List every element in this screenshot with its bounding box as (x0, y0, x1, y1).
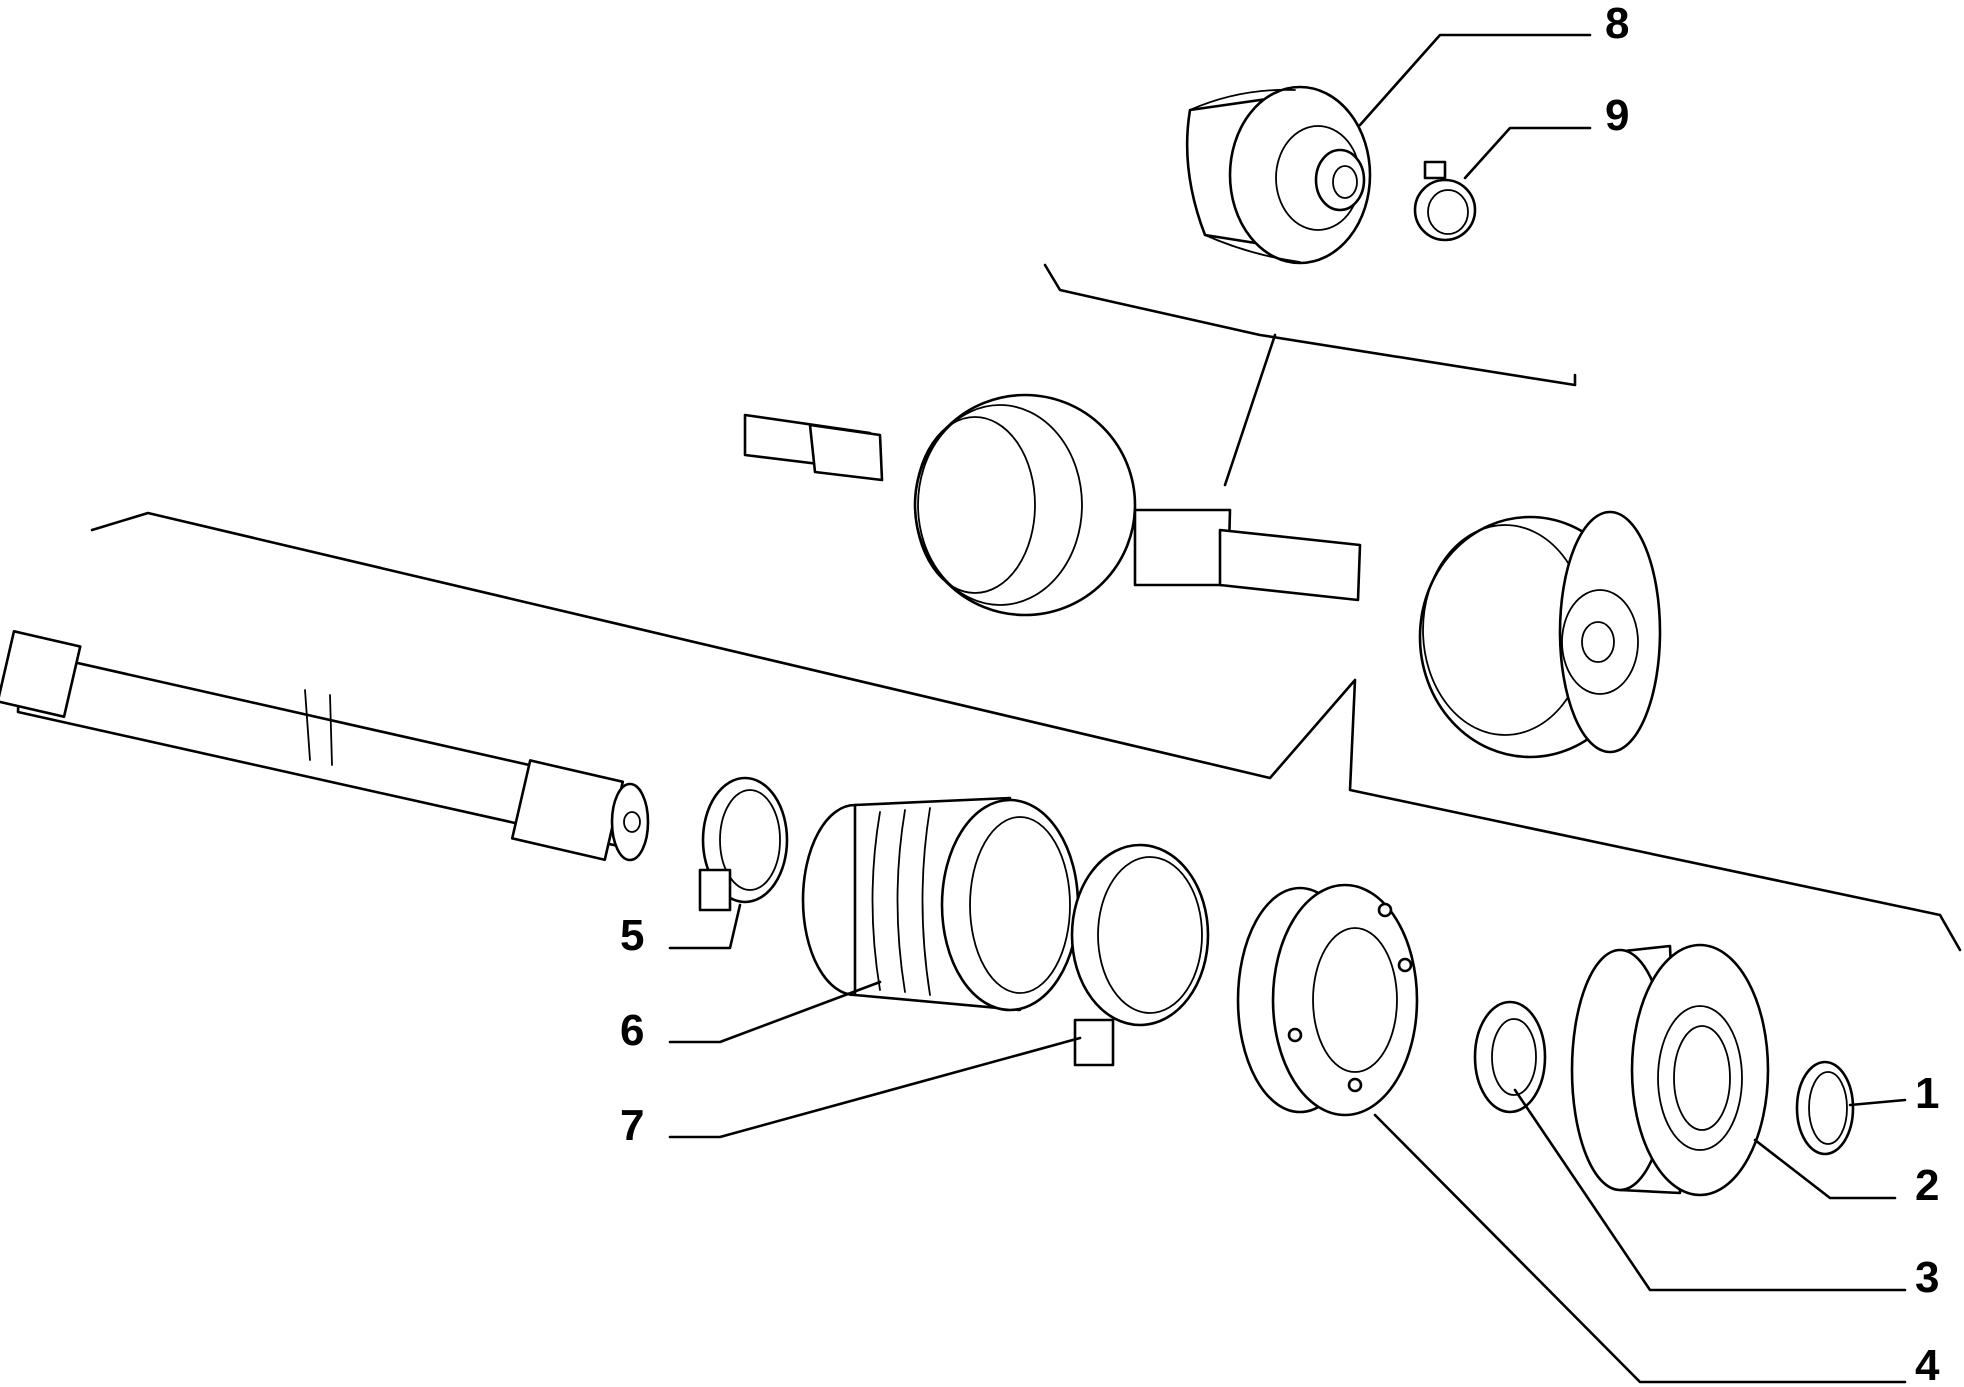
leader-line-2 (1753, 1138, 1897, 1200)
leader-line-3 (1513, 1088, 1907, 1292)
leader-line-5 (668, 903, 742, 950)
callout-3: 3 (1915, 1253, 1939, 1302)
callout-7: 7 (620, 1101, 644, 1150)
flange-part-4 (1236, 883, 1419, 1117)
large-clamp-part-7 (1070, 843, 1210, 1067)
callout-1: 1 (1915, 1069, 1939, 1118)
callout-5: 5 (620, 911, 644, 960)
clamp-part-5 (698, 776, 789, 912)
protective-boot-part-6 (801, 796, 1080, 1012)
upper-group-bracket (1043, 263, 1577, 387)
drive-shaft-assembly (743, 393, 1662, 759)
upper-bracket-leader (1223, 333, 1277, 487)
leader-line-9 (1463, 126, 1592, 180)
lower-shaft (0, 629, 650, 862)
leader-line-1 (1848, 1098, 1907, 1107)
leader-line-8 (1358, 33, 1592, 127)
leader-line-6 (668, 980, 882, 1044)
washer-part-3 (1473, 1000, 1547, 1114)
cv-joint-housing-part-8 (1185, 85, 1372, 265)
leader-line-7 (668, 1036, 1082, 1139)
lower-group-bracket (90, 511, 1962, 952)
callout-4: 4 (1915, 1341, 1940, 1387)
inner-joint-part-2 (1570, 943, 1770, 1197)
callout-2: 2 (1915, 1161, 1939, 1210)
callout-9: 9 (1605, 91, 1629, 140)
callout-6: 6 (620, 1006, 644, 1055)
callout-8: 8 (1605, 0, 1629, 48)
circlip-part-1 (1795, 1060, 1855, 1156)
leader-line-4 (1373, 1113, 1907, 1384)
small-clamp-part-9 (1413, 160, 1477, 242)
